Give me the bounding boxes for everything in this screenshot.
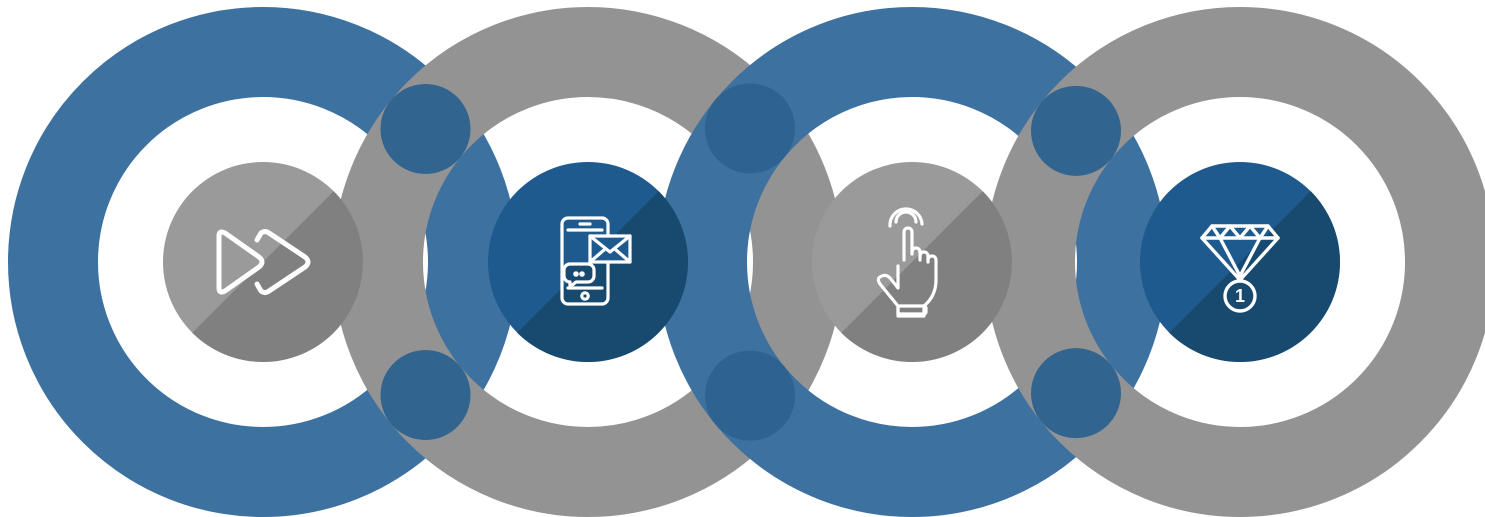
fast-forward-icon	[216, 229, 311, 295]
joint-bottom-1	[380, 350, 471, 441]
ring-4	[985, 7, 1485, 517]
smartphone-message-icon	[560, 216, 632, 306]
ring-joints	[380, 83, 1121, 441]
medal-circle	[1223, 279, 1257, 313]
joint-top-2	[705, 83, 795, 174]
joint-top-3	[1031, 85, 1121, 176]
step-3	[812, 162, 1012, 362]
step-2	[488, 162, 688, 362]
ring-1	[8, 7, 518, 517]
step-3-disc-shade	[841, 191, 1012, 362]
step-2-disc-shade	[517, 191, 688, 362]
diamond-medal-icon	[1200, 224, 1280, 313]
step-1-disc-shade	[192, 191, 363, 362]
ring-chain	[8, 7, 1485, 517]
ring-2	[333, 7, 843, 517]
step-4-disc-shade	[1169, 191, 1340, 362]
touch-hand-icon	[876, 207, 938, 318]
medal-number: 1	[1235, 286, 1245, 306]
joint-bottom-2	[705, 350, 795, 441]
ring-3	[657, 7, 1167, 517]
step-1	[163, 162, 363, 362]
joint-top-1	[380, 83, 471, 174]
step-4: 1	[1140, 162, 1340, 362]
joint-bottom-3	[1031, 348, 1121, 439]
